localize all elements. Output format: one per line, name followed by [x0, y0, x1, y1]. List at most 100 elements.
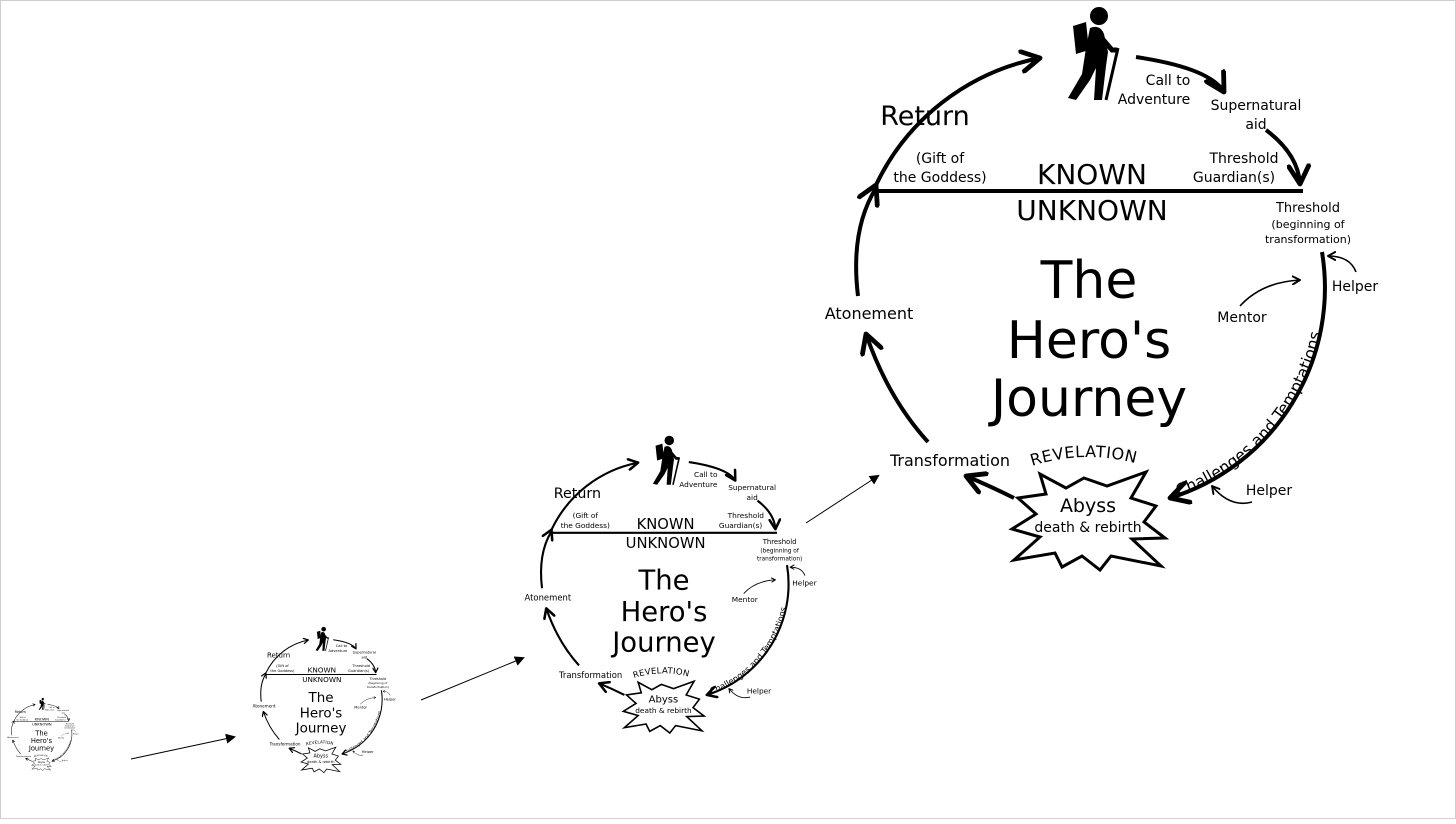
atonement-label: Atonement — [253, 704, 276, 709]
arc-abyss-to-transformation — [599, 683, 625, 696]
helper-arrow-top — [1328, 256, 1357, 273]
transformation-label: Transformation — [269, 742, 301, 747]
hiker-icon — [652, 435, 681, 485]
arc-challenges — [52, 729, 73, 762]
mentor-arrow — [1239, 280, 1300, 307]
helper-label-bottom: Helper — [362, 750, 374, 754]
arc-abyss-to-transformation — [289, 748, 302, 755]
abyss-label: Abyss — [38, 761, 46, 764]
arc-atonement-to-return — [539, 530, 553, 589]
connector-arrow-2 — [420, 656, 525, 701]
revelation-label: REVELATION — [632, 665, 691, 680]
arc-atonement-to-return — [11, 721, 15, 736]
transformation-label: Transformation — [889, 451, 1010, 470]
unknown-label: UNKNOWN — [626, 535, 706, 552]
challenges-label: Challenges and Temptations — [1173, 329, 1325, 499]
death-rebirth-label: death & rebirth — [635, 706, 692, 715]
mentor-label: Mentor — [1217, 310, 1267, 326]
known-label: KNOWN — [1037, 158, 1147, 191]
helper-label-top: Helper — [1332, 279, 1379, 295]
return-label: Return — [554, 486, 601, 502]
arc-guardians-to-threshold — [1264, 128, 1300, 184]
helper-label-bottom: Helper — [62, 759, 68, 762]
transformation-label: Transformation — [558, 670, 622, 680]
arc-call-to-threshold — [47, 704, 59, 709]
arc-atonement-to-return — [854, 186, 878, 297]
challenges-label: Challenges and Temptations — [708, 606, 788, 696]
known-label: KNOWN — [637, 516, 695, 533]
arc-return-to-call — [14, 704, 35, 720]
arc-return-to-call — [552, 463, 639, 530]
abyss-label: Abyss — [649, 694, 679, 705]
known-label: KNOWN — [35, 718, 49, 722]
hiker-icon — [38, 697, 46, 710]
mentor-arrow — [60, 733, 69, 737]
arc-guardians-to-threshold — [366, 658, 376, 673]
revelation-label: REVELATION — [305, 739, 334, 746]
arc-transformation-to-atonement — [13, 740, 21, 755]
hiker-icon — [1068, 7, 1120, 101]
arc-return-to-call — [266, 640, 308, 673]
death-rebirth-label: death & rebirth — [1034, 520, 1141, 536]
connector-arrow-1 — [130, 733, 236, 760]
arc-call-to-threshold — [1135, 55, 1224, 92]
return-label: Return — [15, 710, 27, 714]
arc-transformation-to-atonement — [866, 334, 930, 444]
starburst-icon — [621, 679, 707, 735]
mentor-arrow — [360, 698, 376, 705]
unknown-label: UNKNOWN — [32, 722, 52, 726]
helper-arrow-bottom — [1212, 486, 1253, 505]
atonement-label: Atonement — [7, 736, 19, 739]
helper-label-top: Helper — [73, 733, 79, 736]
helper-label-top: Helper — [384, 697, 396, 701]
arc-transformation-to-atonement — [546, 608, 580, 667]
starburst-icon — [300, 746, 342, 774]
hiker-icon — [315, 626, 329, 651]
arc-guardians-to-threshold — [64, 713, 68, 721]
revelation-label: REVELATION — [34, 754, 48, 758]
helper-arrow-bottom — [57, 760, 63, 763]
revelation-label: REVELATION — [1028, 442, 1139, 470]
transformation-label: Transformation — [16, 755, 32, 758]
helper-arrow-top — [383, 691, 391, 696]
arc-transformation-to-atonement — [263, 712, 280, 740]
atonement-label: Atonement — [825, 304, 914, 323]
helper-label-bottom: Helper — [1246, 483, 1293, 499]
helper-arrow-top — [790, 567, 806, 576]
arc-call-to-threshold — [688, 461, 735, 480]
arc-challenges — [707, 564, 790, 695]
arc-abyss-to-transformation — [26, 758, 32, 762]
atonement-label: Atonement — [524, 592, 571, 602]
arc-challenges — [342, 690, 383, 754]
abyss-label: Abyss — [1060, 495, 1116, 517]
helper-arrow-bottom — [353, 751, 364, 756]
helper-arrow-bottom — [729, 689, 751, 699]
challenges-label: Challenges and Temptations — [343, 710, 382, 754]
